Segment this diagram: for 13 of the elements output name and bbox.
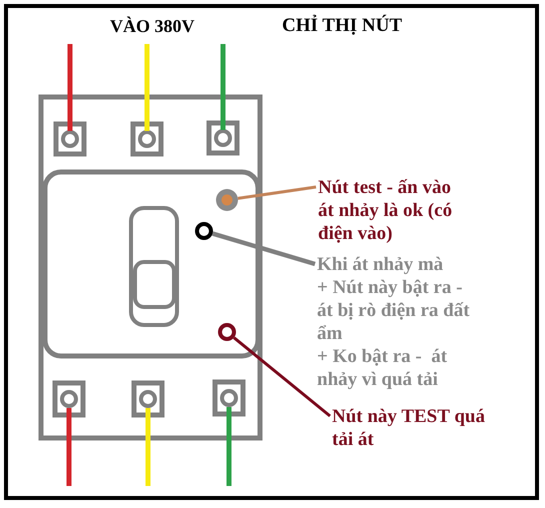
leader-line (233, 336, 331, 418)
callout-text: Nút này TEST quá tải át (332, 405, 486, 451)
test-button (218, 323, 236, 341)
leader-line (212, 231, 316, 266)
supply-label: VÀO 380V (110, 15, 194, 38)
callout-text: + Nút này bật ra - át bị rò điện ra đất ẩm (317, 276, 471, 345)
diagram-title: CHỈ THỊ NÚT (282, 14, 402, 37)
callout-text: + Ko bật ra - át nhảy vì quá tải (317, 345, 448, 391)
test-button (216, 189, 238, 211)
callout-text: Nút test - ấn vào át nhảy là ok (có điện vào) (318, 176, 454, 245)
indicator-button (195, 222, 213, 240)
leader-line (238, 186, 316, 200)
callout-text: Khi át nhảy mà (317, 253, 444, 276)
